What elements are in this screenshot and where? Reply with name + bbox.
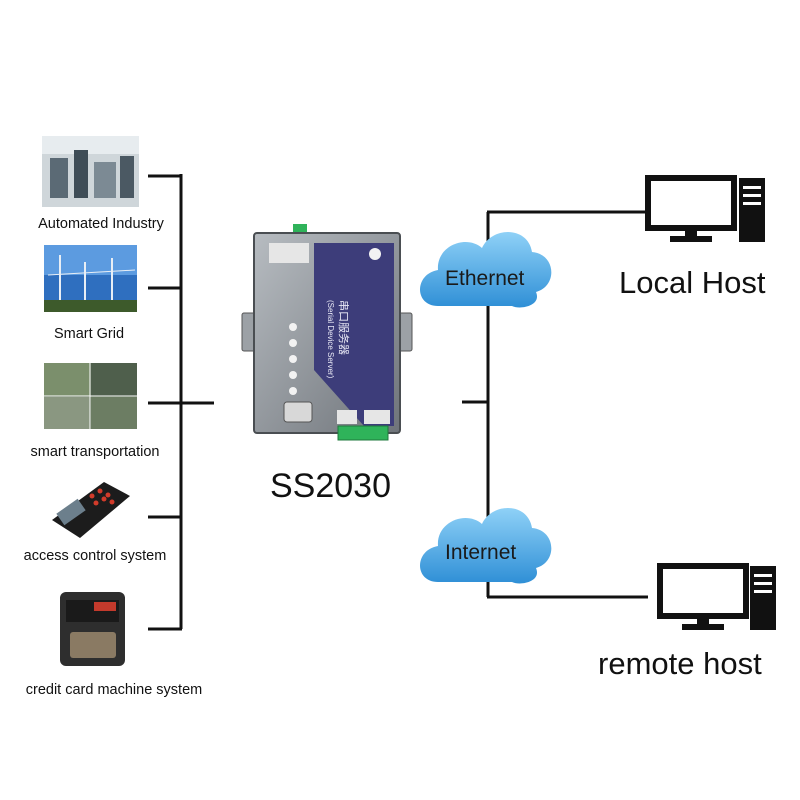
device-label-smart-grid: Smart Grid — [53, 326, 125, 342]
remote-host-label: remote host — [598, 646, 762, 681]
device-label-access-control: access control system — [23, 548, 167, 564]
device-label-smart-transportation: smart transportation — [30, 444, 160, 460]
server-panel-text: 串口服务器 — [337, 300, 350, 355]
factory-floor-photo — [42, 136, 139, 207]
internet-cloud — [420, 507, 552, 584]
local-host-computer-icon — [645, 175, 765, 242]
serial-device-server: 串口服务器 (Serial Device Server) — [241, 224, 413, 441]
server-panel-subtext: (Serial Device Server) — [326, 300, 335, 379]
power-substation-photo — [44, 245, 137, 312]
local-host-label: Local Host — [619, 265, 766, 300]
traffic-camera-photo — [44, 363, 137, 429]
device-label-automated-industry: Automated Industry — [38, 216, 164, 232]
ethernet-cloud — [420, 231, 552, 308]
device-label-credit-card-machine: credit card machine system — [25, 682, 203, 698]
left-bus — [148, 174, 214, 631]
card-reader-photo — [60, 592, 125, 666]
ethernet-cloud-label: Ethernet — [445, 267, 525, 290]
pos-terminal-photo — [52, 482, 130, 538]
remote-host-computer-icon — [657, 563, 776, 630]
internet-cloud-label: Internet — [445, 541, 517, 564]
server-label: SS2030 — [270, 467, 391, 505]
